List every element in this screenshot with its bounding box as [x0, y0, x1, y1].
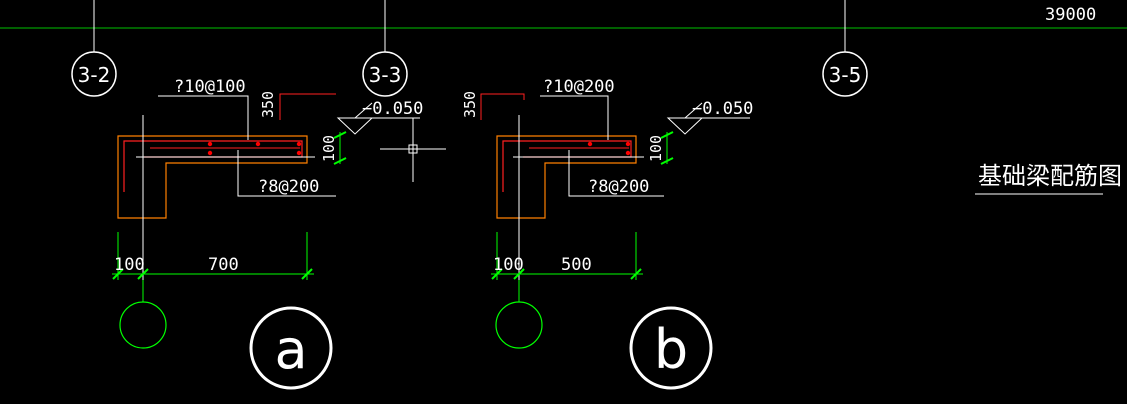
drawing-title: 基础梁配筋图 — [978, 162, 1122, 190]
cad-crosshair-cursor — [380, 118, 446, 182]
detail-tag-circle — [629, 306, 713, 390]
rebar-dot — [587, 141, 593, 147]
grid-axis-label: 3-5 — [829, 63, 862, 87]
top-rebar-label: ?10@200 — [543, 77, 615, 97]
dim-right-label: 500 — [561, 255, 592, 275]
level-label: −0.050 — [692, 99, 753, 119]
dim-left-label: 100 — [114, 255, 145, 275]
stirrup-label: ?8@200 — [588, 177, 649, 197]
height-marker — [279, 93, 336, 120]
dim-right-label: 700 — [208, 255, 239, 275]
leader-line — [540, 95, 609, 140]
detail-tag-label: a — [274, 318, 307, 381]
thickness-dim-label: 100 — [647, 135, 665, 162]
axis-bubble — [119, 301, 167, 349]
grid-axis-3-3: 3-3 — [362, 0, 408, 97]
height-marker — [480, 93, 525, 120]
rebar-dot — [625, 141, 631, 147]
detail-tag-label: b — [654, 318, 688, 381]
rebar-dot — [296, 150, 302, 156]
stirrup-label: ?8@200 — [258, 177, 319, 197]
grid-axis-label: 3-2 — [78, 63, 111, 87]
height-dim-label: 350 — [461, 91, 479, 118]
rebar-dot — [296, 141, 302, 147]
leader-line — [237, 150, 336, 197]
height-dim-label: 350 — [259, 91, 277, 118]
detail-b: ?10@200 ?8@200 350 100 −0.050 100 500 b — [461, 77, 753, 390]
beam-outline — [117, 135, 308, 219]
detail-tag-circle — [249, 306, 333, 390]
rebar-dot — [625, 150, 631, 156]
level-symbol — [666, 117, 704, 135]
rebar-dot — [207, 141, 213, 147]
dim-left-label: 100 — [493, 255, 524, 275]
rebar-dot — [207, 150, 213, 156]
grid-axis-3-5: 3-5 — [822, 0, 868, 97]
top-rebar-label: ?10@100 — [174, 77, 246, 97]
detail-a: ?10@100 ?8@200 350 100 −0.050 100 700 a — [112, 77, 423, 390]
level-symbol — [336, 117, 374, 135]
leader-line — [158, 95, 249, 140]
level-label: −0.050 — [362, 99, 423, 119]
rebar-dot — [255, 141, 261, 147]
grid-axis-label: 3-3 — [369, 63, 402, 87]
leader-line — [568, 150, 664, 197]
axis-bubble — [495, 301, 543, 349]
total-dimension-label: 39000 — [1045, 5, 1096, 25]
beam-outline — [496, 135, 637, 219]
grid-axis-3-2: 3-2 — [71, 0, 117, 97]
thickness-dim-label: 100 — [320, 135, 338, 162]
